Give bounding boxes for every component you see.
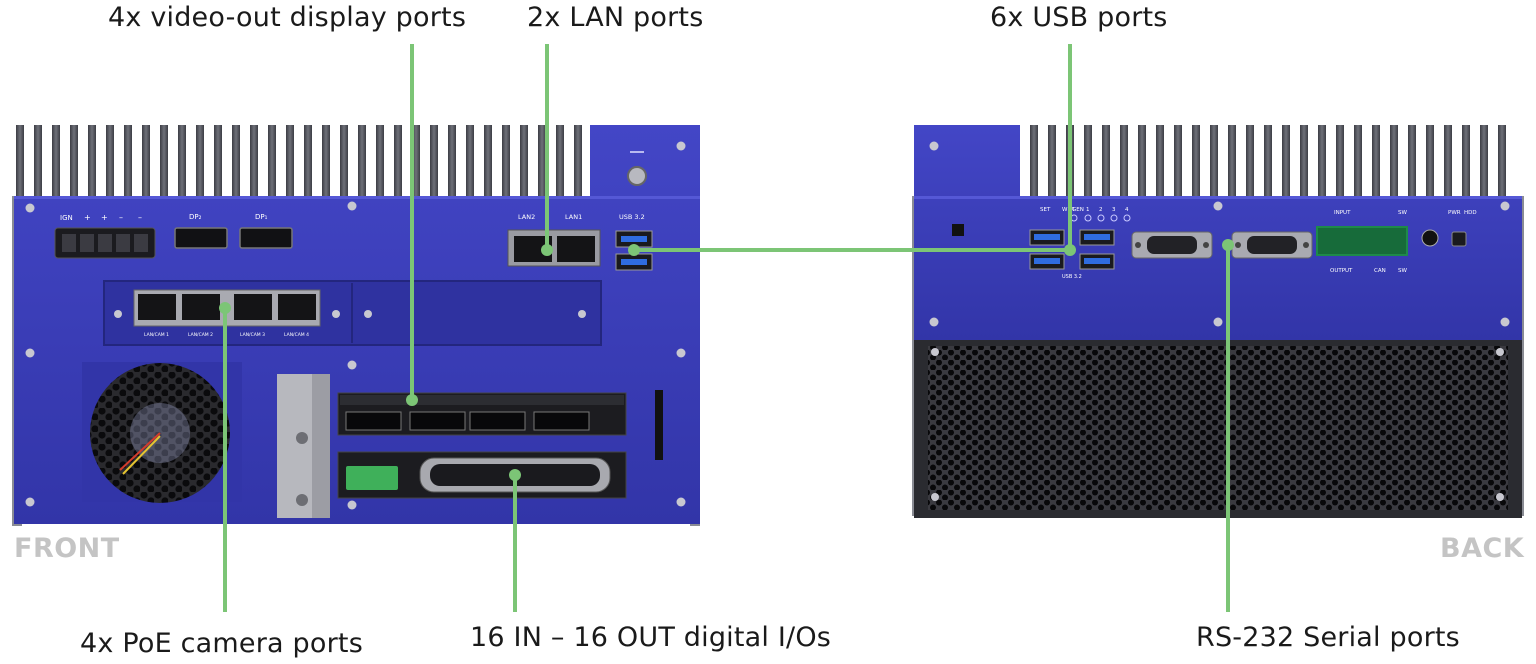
back-usb32-label: USB 3.2 — [1062, 274, 1082, 280]
poe-label-3: LAN/CAM 3 — [240, 332, 265, 338]
can-label: CAN — [1374, 268, 1386, 274]
front-heatsink — [16, 125, 582, 197]
back-heatsink — [1030, 125, 1506, 197]
minus-label-2: – — [138, 213, 142, 222]
pwr-label: PWR — [1448, 210, 1461, 216]
back-silkscreen: SET WDT GEN 1 2 3 4 USB 3.2 INPUT SW OUT… — [1040, 207, 1477, 280]
sw-top-label: SW — [1398, 210, 1407, 216]
back-unit — [912, 125, 1524, 518]
usb-dot-front — [628, 244, 640, 256]
lan-callout: 2x LAN ports — [527, 2, 704, 33]
led-1-label: 1 — [1086, 207, 1090, 213]
led-2-label: 2 — [1099, 207, 1103, 213]
output-label: OUTPUT — [1330, 268, 1353, 274]
poe-callout: 4x PoE camera ports — [80, 628, 363, 659]
lan-dot — [541, 244, 553, 256]
front-unit — [12, 125, 700, 526]
set-label: SET — [1040, 207, 1051, 213]
callout-lines — [223, 44, 1230, 612]
poe-label-2: LAN/CAM 2 — [188, 332, 213, 338]
poe-label-4: LAN/CAM 4 — [284, 332, 309, 338]
sw-bot-label: SW — [1398, 268, 1407, 274]
video-out-dot — [406, 394, 418, 406]
poe-label-1: LAN/CAM 1 — [144, 332, 169, 338]
plus-label-2: + — [101, 213, 108, 222]
serial-dot — [1222, 239, 1234, 251]
plus-label-1: + — [84, 213, 91, 222]
dp2-label: DP₂ — [189, 213, 202, 221]
front-silkscreen: IGN + + – – DP₂ DP₁ LAN2 LAN1 USB 3.2 LA… — [60, 213, 645, 338]
ign-label: IGN — [60, 214, 73, 222]
hdd-label: HDD — [1464, 210, 1477, 216]
dio-callout: 16 IN – 16 OUT digital I/Os — [470, 622, 832, 653]
gen-label: GEN — [1072, 207, 1084, 213]
poe-dot — [219, 302, 231, 314]
input-label: INPUT — [1334, 210, 1351, 216]
lan1-label: LAN1 — [565, 213, 582, 221]
usb32-label: USB 3.2 — [619, 213, 645, 221]
back-view-label: BACK — [1440, 533, 1525, 564]
led-3-label: 3 — [1112, 207, 1116, 213]
usb-callout: 6x USB ports — [990, 2, 1168, 33]
video-out-callout: 4x video-out display ports — [108, 2, 467, 33]
callout-dots — [219, 239, 1234, 481]
led-4-label: 4 — [1125, 207, 1129, 213]
serial-callout: RS-232 Serial ports — [1196, 622, 1460, 653]
dp1-label: DP₁ — [255, 213, 268, 221]
lan2-label: LAN2 — [518, 213, 535, 221]
minus-label-1: – — [119, 213, 123, 222]
front-view-label: FRONT — [14, 533, 120, 564]
dio-dot — [509, 469, 521, 481]
usb-dot-back — [1064, 244, 1076, 256]
